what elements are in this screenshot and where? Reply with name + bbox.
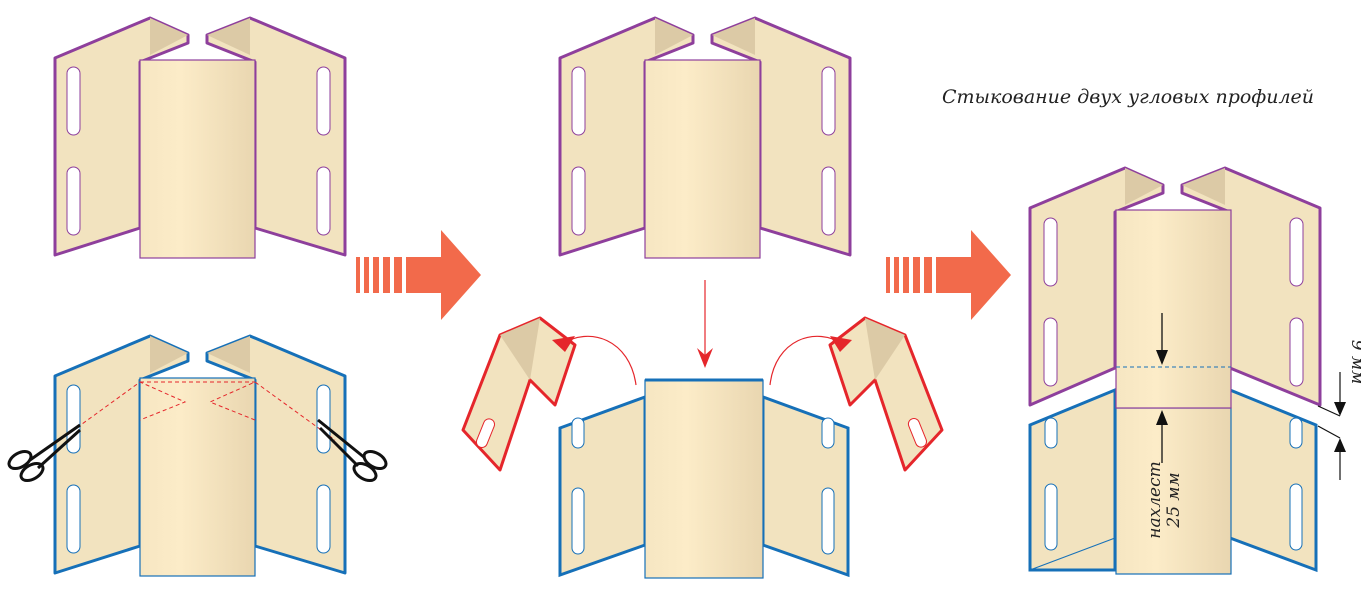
scissors-icon	[7, 423, 82, 483]
lower-corner-profile-trimmed	[558, 378, 850, 579]
step-arrow-icon	[886, 230, 1011, 320]
step-arrow-icon	[356, 230, 481, 320]
removed-piece-right	[828, 316, 944, 472]
removed-piece-left	[461, 316, 577, 472]
overlap-label-line2: 25 мм	[1164, 472, 1184, 528]
upper-corner-profile	[53, 16, 347, 260]
lower-corner-profile-joined	[1028, 387, 1318, 575]
diagram-caption: Стыкование двух угловых профилей	[942, 86, 1314, 108]
gap-label: 9 мм	[1347, 340, 1361, 384]
lower-corner-profile-cut	[53, 334, 347, 578]
upper-corner-profile	[558, 16, 852, 260]
scissors-icon	[317, 418, 388, 483]
upper-corner-profile-joined	[1028, 166, 1322, 409]
overlap-label-line1: нахлест	[1145, 461, 1165, 538]
